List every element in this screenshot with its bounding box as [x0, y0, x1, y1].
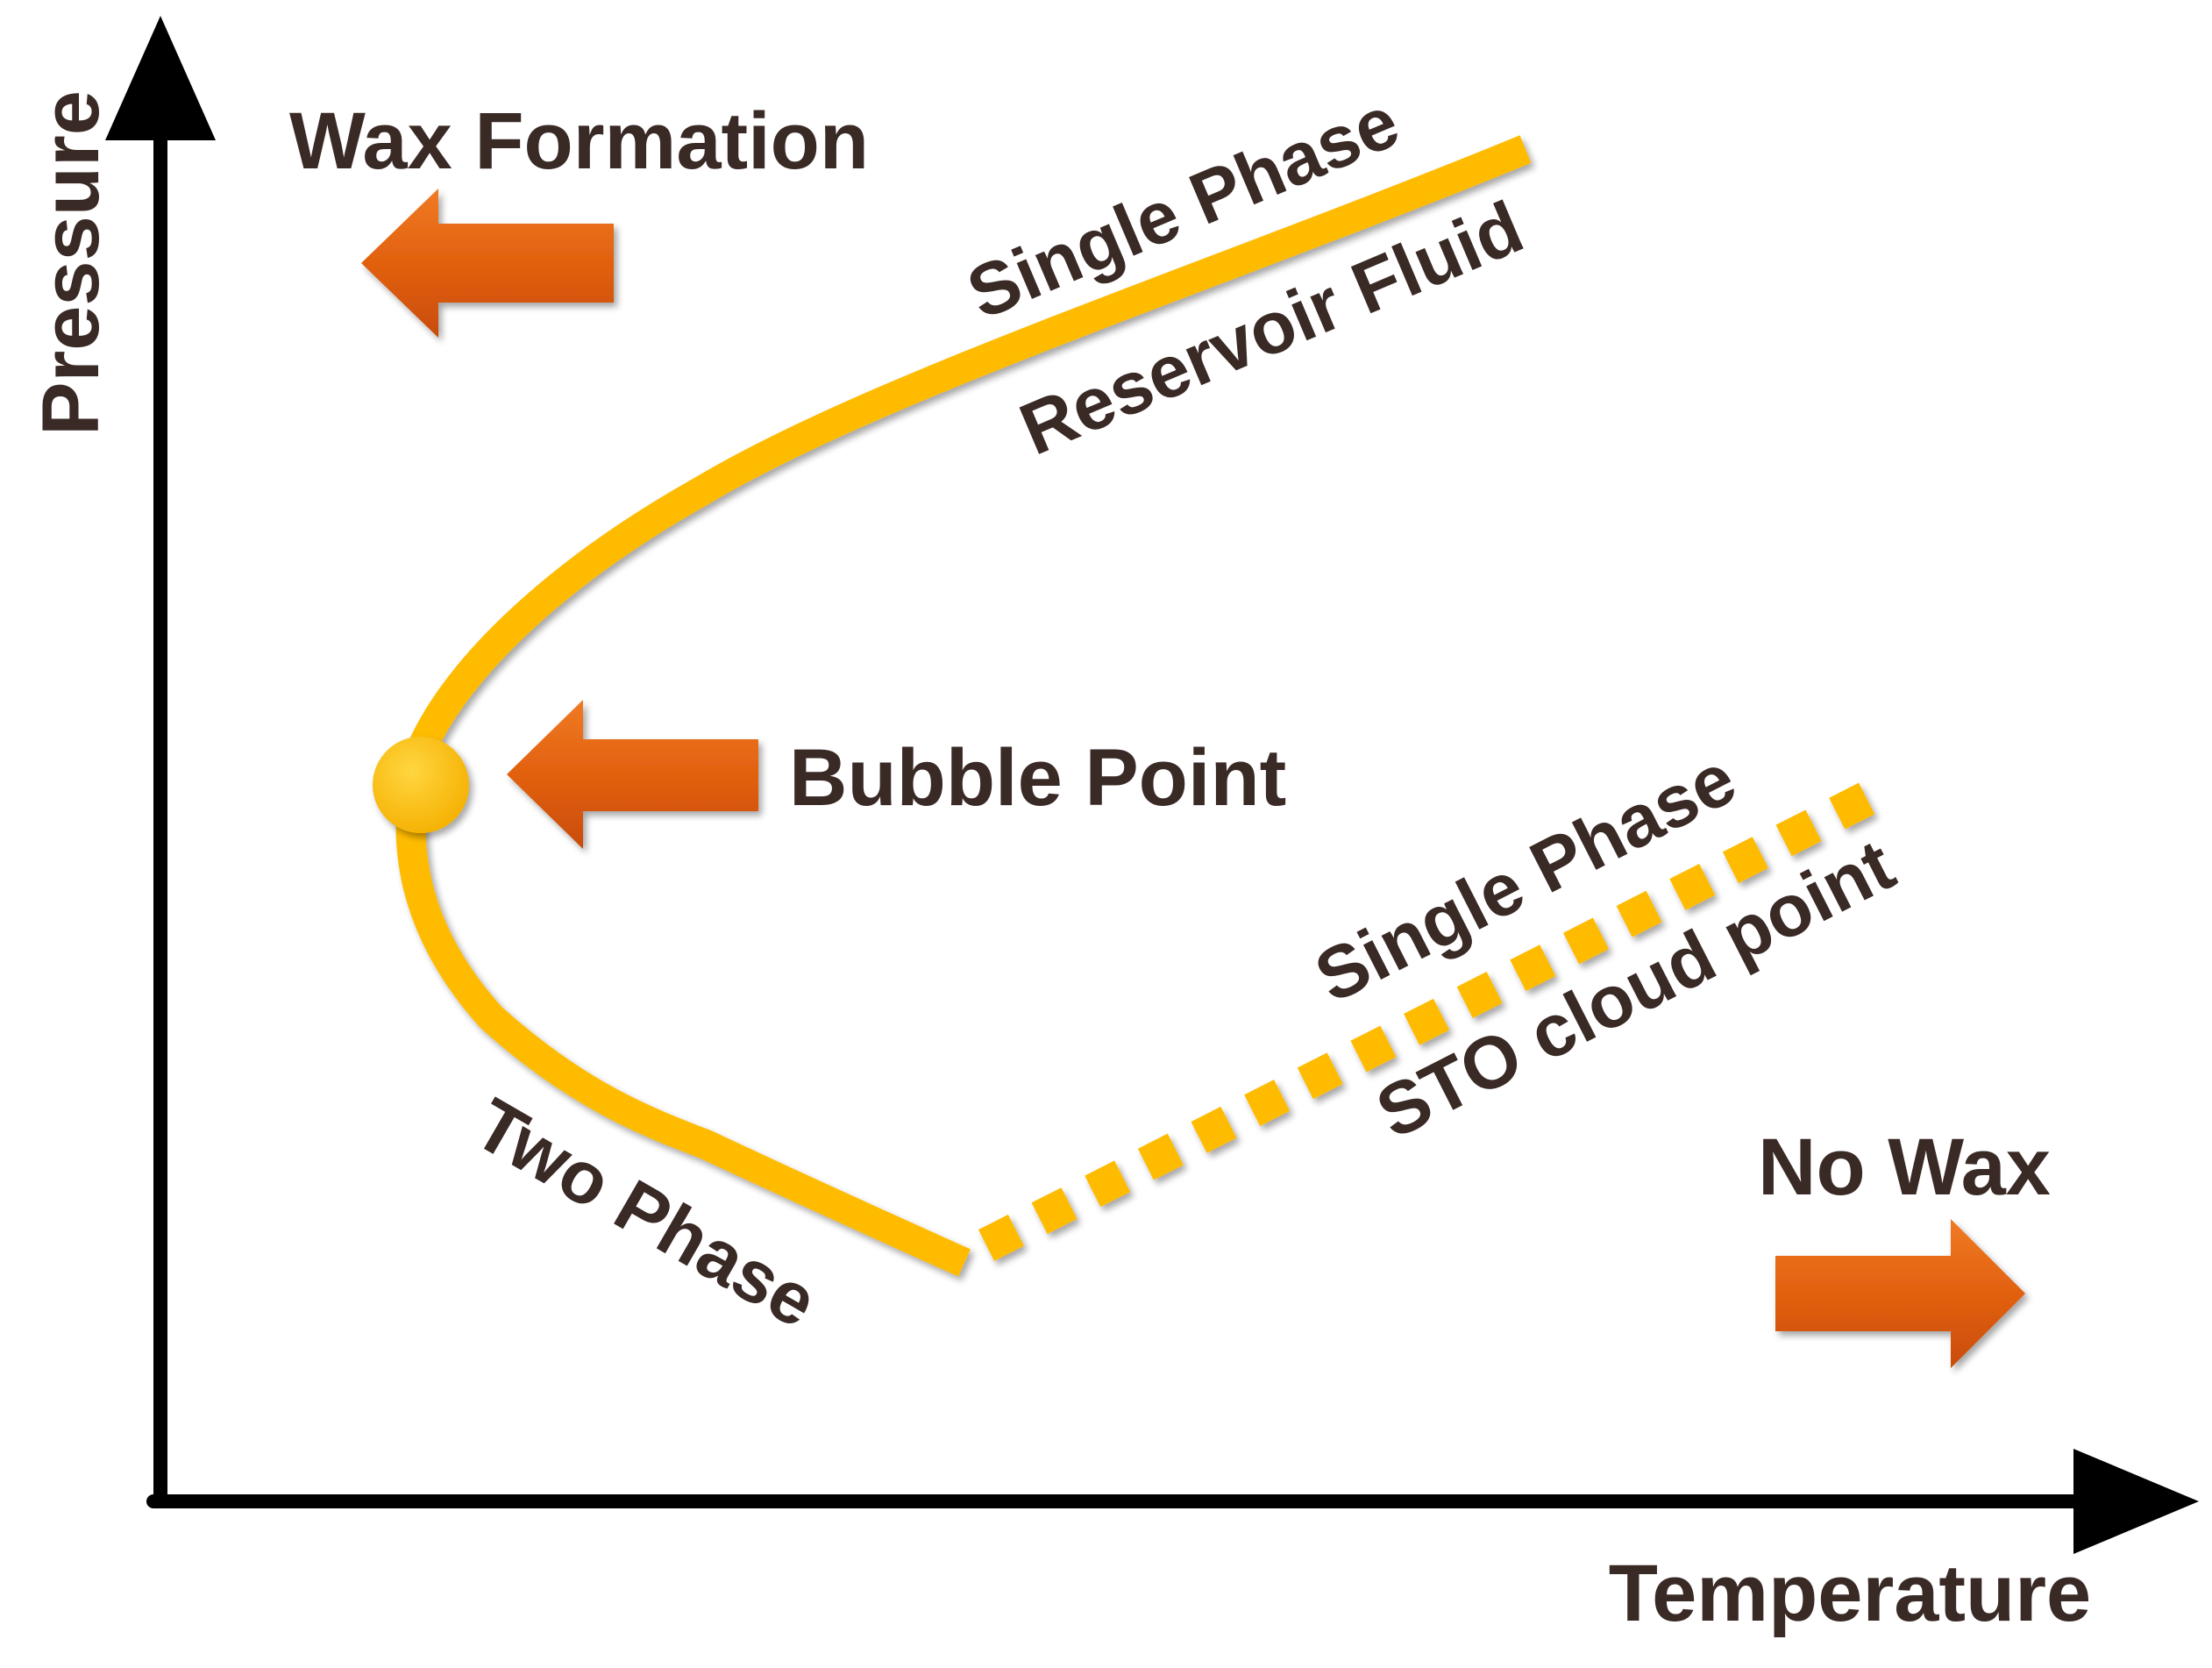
wax-formation-arrow-icon [361, 189, 614, 338]
bubble-point-arrow-icon [507, 700, 758, 849]
wax-formation-label: Wax Formation [289, 96, 869, 186]
y-axis-arrowhead-icon [105, 16, 216, 140]
bubble-point-label: Bubble Point [789, 733, 1286, 823]
x-axis-label: Temperature [1609, 1549, 2091, 1638]
y-axis [105, 16, 216, 1508]
no-wax-label: No Wax [1758, 1123, 2051, 1212]
sto-cloud-point-line [978, 778, 1885, 1261]
x-axis [146, 1449, 2199, 1554]
x-axis-arrowhead-icon [2073, 1449, 2199, 1554]
no-wax-arrow-icon [1775, 1219, 2025, 1368]
y-axis-label: Pressure [26, 90, 116, 436]
bubble-point-marker [373, 737, 469, 833]
